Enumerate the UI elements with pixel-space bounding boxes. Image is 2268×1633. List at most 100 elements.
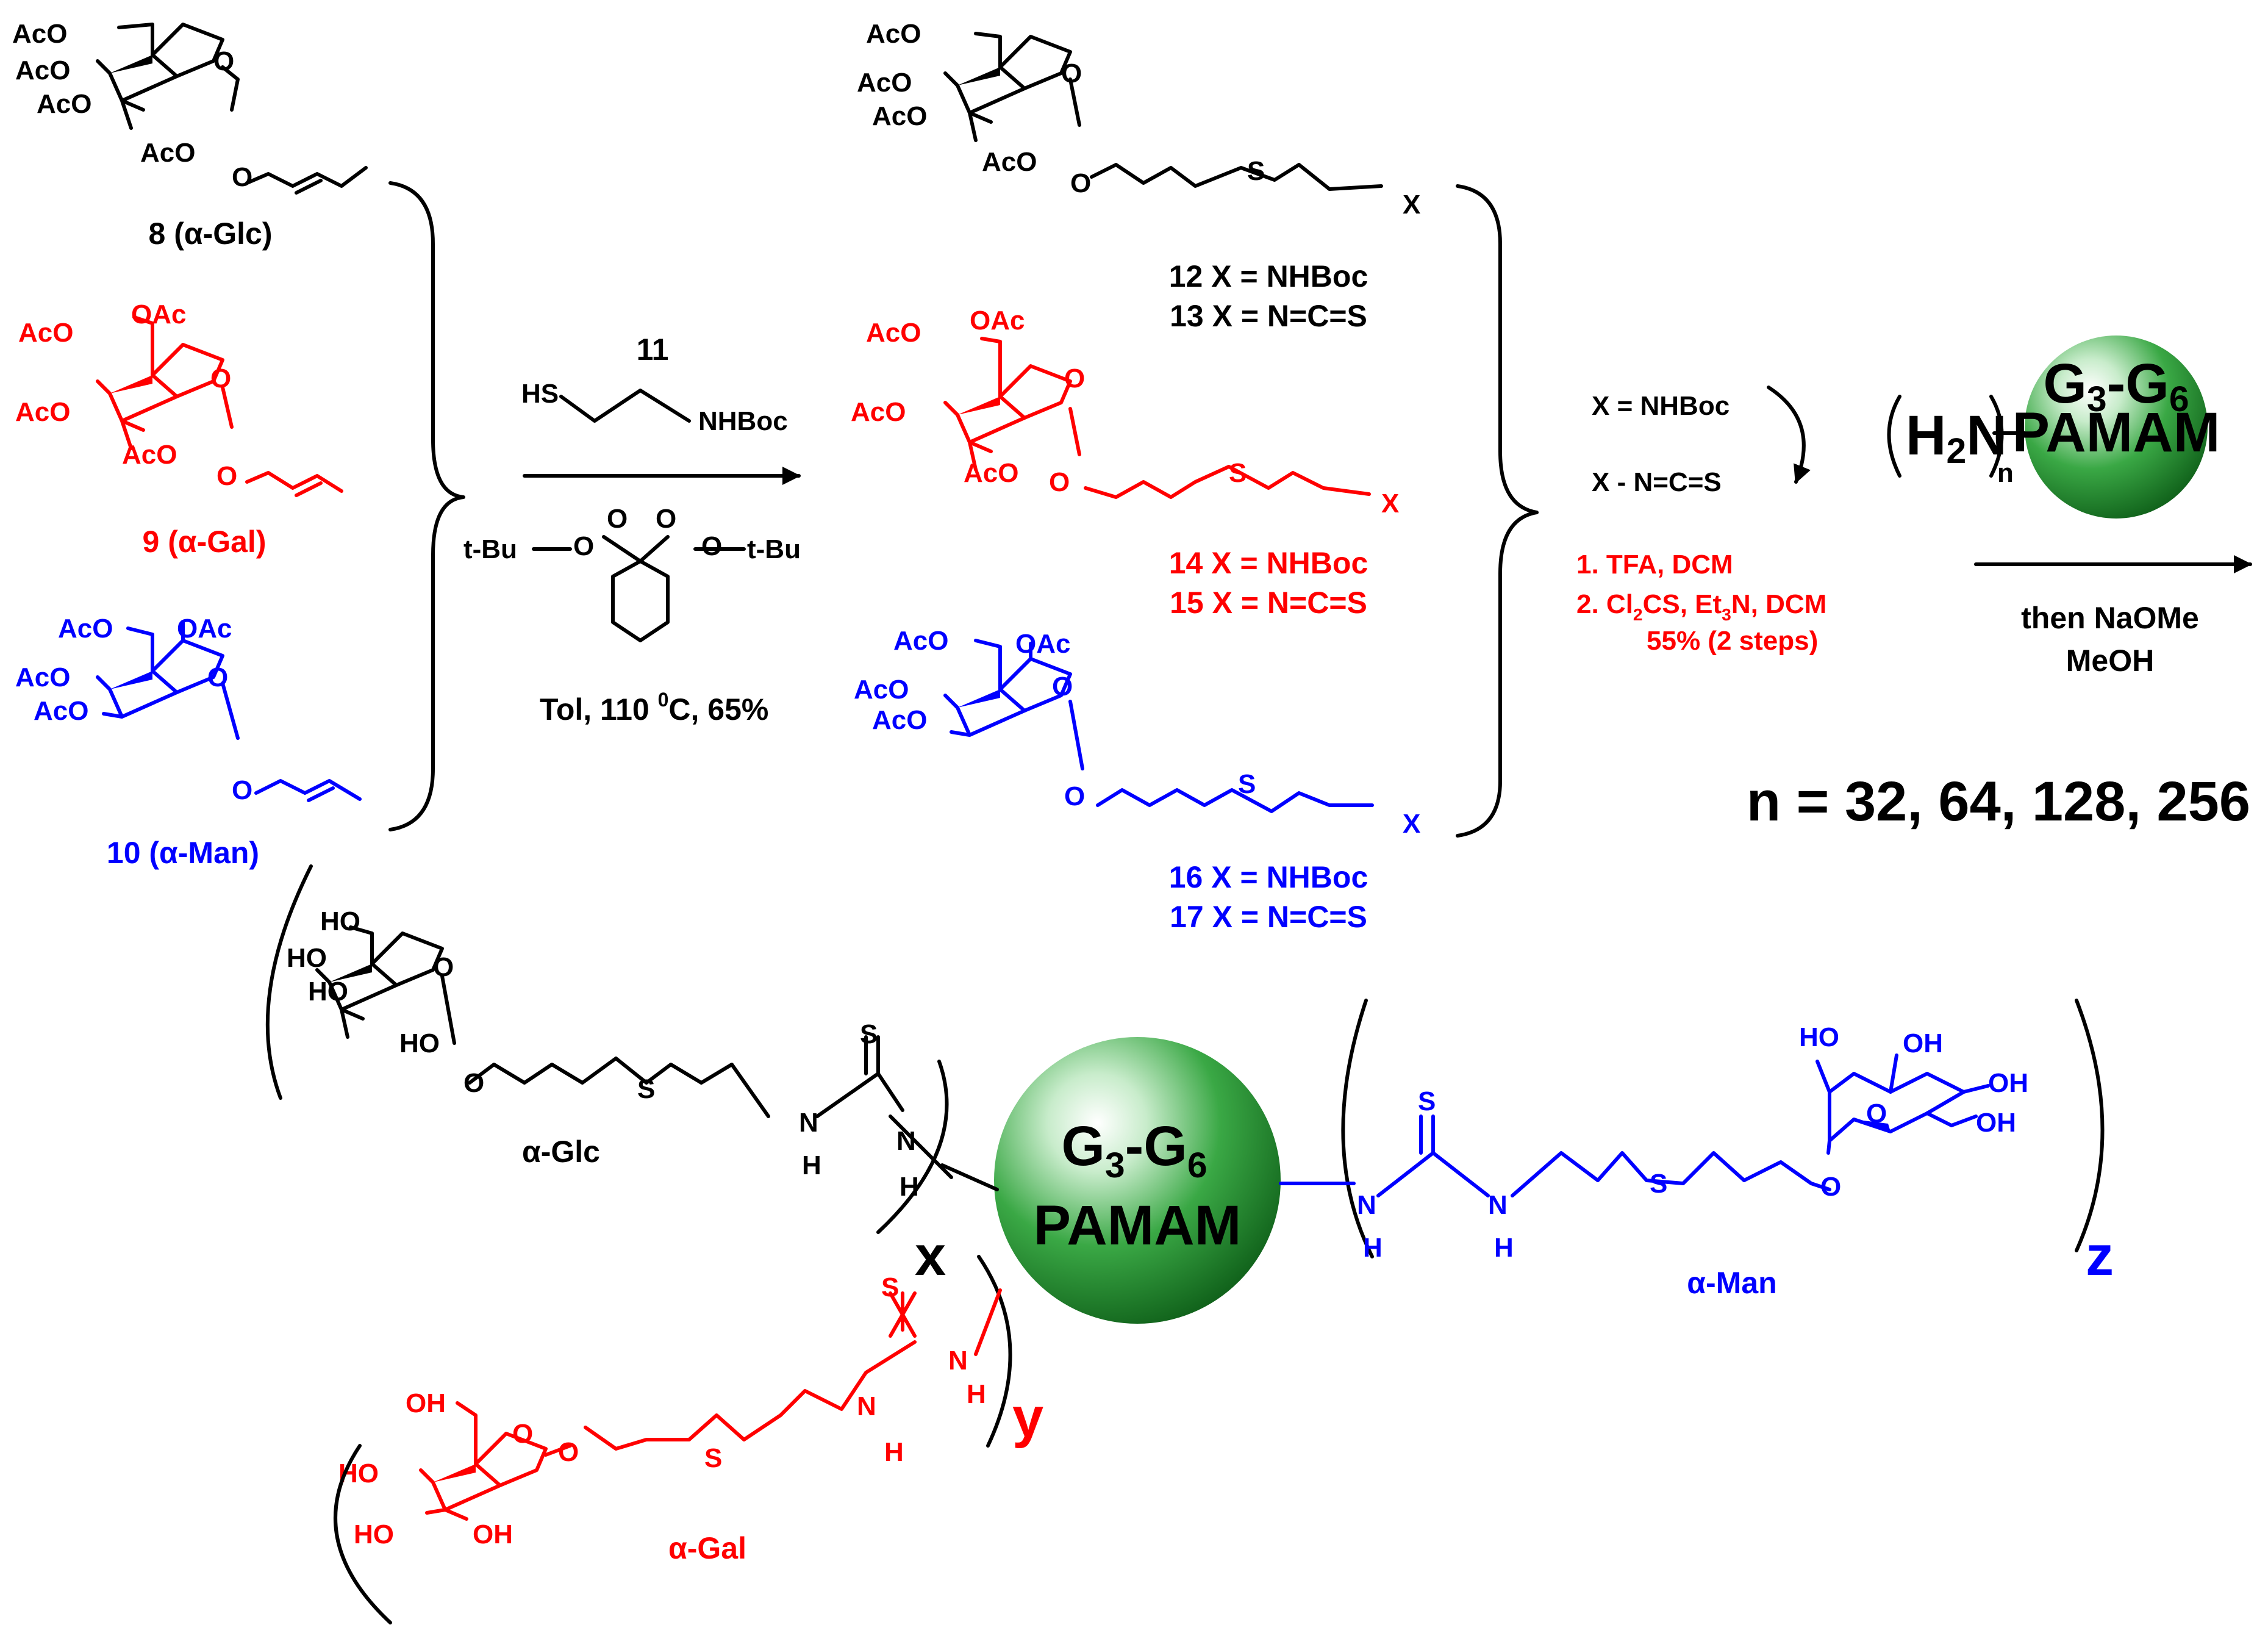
glc-arm-outer-bracket [265, 864, 313, 1100]
final-step-solvent: MeOH [2066, 644, 2154, 678]
acetate-label: OAc [131, 300, 186, 329]
svg-text:AcO: AcO [851, 397, 906, 427]
compound-12-label: 12 X = NHBoc [1169, 259, 1368, 293]
svg-text:N: N [948, 1346, 968, 1376]
svg-text:OH: OH [1988, 1068, 2028, 1098]
svg-text:S: S [704, 1443, 722, 1473]
ring-oxygen-label: O [210, 364, 231, 393]
svg-text:O: O [1070, 168, 1091, 198]
compound-15-label: 15 X = N=C=S [1170, 586, 1367, 620]
svg-text:NHBoc: NHBoc [698, 406, 788, 436]
svg-text:S: S [1238, 769, 1256, 799]
svg-text:PAMAM: PAMAM [2012, 401, 2220, 464]
reaction-conditions-1: Tol, 110 0C, 65% [540, 689, 768, 727]
compound-12-13-structure: AcO AcO AcO AcO O O S X [857, 19, 1420, 220]
bracket-middle [1456, 184, 1539, 838]
peroxide-initiator: t-Bu O O O O t-Bu [463, 504, 801, 642]
conversion-to-label: X - N=C=S [1592, 467, 1722, 497]
step-2-label: 2. Cl2CS, Et3N, DCM [1576, 589, 1826, 624]
compound-8-label: 8 (α-Glc) [149, 217, 273, 251]
svg-text:OH: OH [406, 1388, 446, 1418]
svg-text:OH: OH [473, 1520, 513, 1549]
compound-9-label: 9 (α-Gal) [143, 525, 267, 559]
svg-text:O: O [1049, 467, 1070, 497]
man-arm-inner-bracket [1341, 999, 1374, 1258]
svg-text:H2N: H2N [1906, 404, 2007, 471]
compound-10-structure: AcO OAc AcO AcO O O [15, 614, 362, 805]
svg-text:S: S [1229, 458, 1247, 488]
svg-text:H: H [884, 1437, 904, 1467]
acetate-label: OAc [177, 614, 232, 644]
svg-text:OAc: OAc [970, 306, 1025, 336]
compound-13-label: 13 X = N=C=S [1170, 299, 1367, 333]
svg-text:X: X [1381, 489, 1399, 519]
pamam-dendrimer-core [994, 1037, 1281, 1324]
svg-text:N: N [1488, 1190, 1508, 1220]
svg-text:O: O [1064, 364, 1085, 393]
svg-text:AcO: AcO [964, 458, 1018, 488]
svg-text:S: S [637, 1074, 655, 1104]
svg-text:S: S [1247, 156, 1265, 186]
ring-oxygen-label: O [207, 662, 228, 692]
svg-text:X: X [1403, 809, 1420, 839]
acetate-label: AcO [18, 318, 73, 348]
svg-text:t-Bu: t-Bu [747, 534, 801, 564]
final-step-reagent: then NaOMe [2021, 601, 2199, 635]
svg-text:O: O [656, 504, 676, 534]
compound-14-label: 14 X = NHBoc [1169, 546, 1368, 580]
svg-text:S: S [860, 1019, 878, 1049]
svg-text:H: H [1494, 1233, 1514, 1263]
svg-text:O: O [1061, 59, 1082, 88]
compound-10-label: 10 (α-Man) [107, 836, 259, 870]
svg-text:O: O [1064, 781, 1085, 811]
man-arm-count: z [2086, 1225, 2114, 1287]
svg-text:O: O [463, 1068, 484, 1098]
svg-text:S: S [1650, 1169, 1667, 1199]
pamam-name-label: PAMAM [1034, 1194, 1242, 1257]
glycosidic-oxygen-label: O [232, 162, 252, 192]
svg-text:AcO: AcO [872, 705, 927, 735]
svg-text:OH: OH [1976, 1108, 2016, 1138]
svg-text:N: N [799, 1108, 818, 1138]
compound-16-label: 16 X = NHBoc [1169, 860, 1368, 894]
compound-9-structure: AcO OAc AcO AcO O O [15, 300, 343, 497]
svg-text:HO: HO [399, 1028, 440, 1058]
pamam-sphere-small [2025, 336, 2208, 519]
svg-text:H: H [1363, 1233, 1383, 1263]
svg-text:HS: HS [521, 379, 559, 409]
svg-text:OH: OH [1903, 1028, 1943, 1058]
glycosidic-oxygen-label: O [216, 461, 237, 491]
pamam-generation-label: G3-G6 [1061, 1115, 1207, 1185]
svg-text:t-Bu: t-Bu [463, 534, 517, 564]
svg-text:AcO: AcO [857, 68, 912, 98]
svg-text:O: O [607, 504, 628, 534]
generation-n-values: n = 32, 64, 128, 256 [1747, 770, 2250, 833]
svg-text:S: S [1418, 1086, 1436, 1116]
svg-text:O: O [558, 1437, 579, 1467]
svg-text:O: O [433, 952, 454, 982]
acetate-label: AcO [140, 138, 195, 168]
bracket-left [388, 181, 465, 831]
glc-arm-structure: HO HO HO HO O O S S N H N H [287, 906, 953, 1202]
acetate-label: AcO [15, 56, 70, 85]
gal-arm-structure: S N H N H S O O OH HO HO OH [338, 1272, 1002, 1549]
acetate-label: AcO [12, 19, 67, 49]
svg-text:G3-G6: G3-G6 [2043, 353, 2189, 419]
gal-arm-count: y [1012, 1387, 1043, 1449]
svg-text:X: X [1403, 190, 1420, 220]
compound-8-structure: AcO AcO AcO AcO O O [12, 19, 368, 195]
svg-text:O: O [1866, 1099, 1887, 1129]
thiol-reagent: HS NHBoc [521, 379, 788, 436]
svg-text:AcO: AcO [982, 147, 1037, 177]
glc-arm-label: α-Glc [522, 1135, 600, 1169]
svg-text:HO: HO [287, 943, 327, 973]
gal-arm-inner-bracket [977, 1255, 1012, 1448]
svg-text:O: O [573, 531, 594, 561]
conversion-from-label: X = NHBoc [1592, 391, 1730, 421]
svg-text:O: O [1052, 672, 1073, 702]
svg-text:HO: HO [354, 1520, 394, 1549]
conversion-curved-arrow [1767, 386, 1811, 484]
svg-text:N: N [1357, 1190, 1376, 1220]
man-arm-outer-bracket [2075, 999, 2105, 1252]
